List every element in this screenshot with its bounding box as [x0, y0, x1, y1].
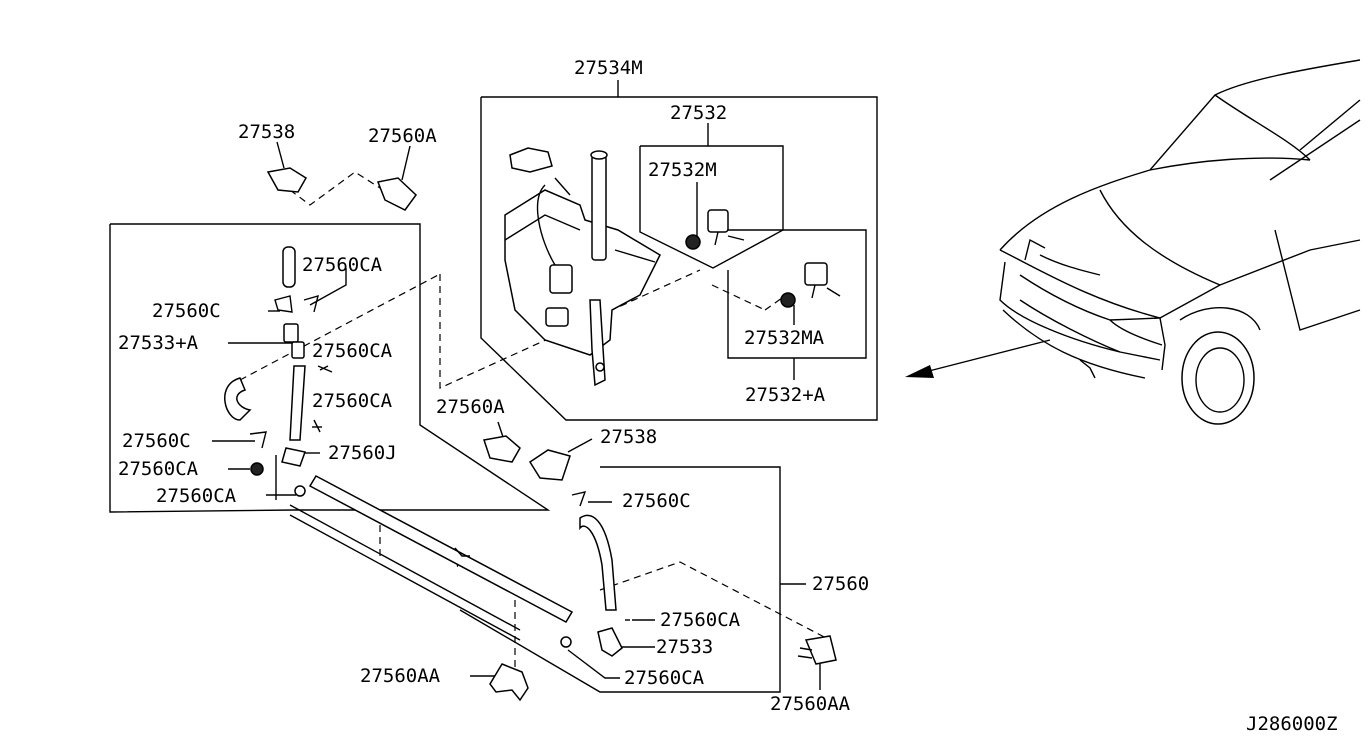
label-27560CA-6: 27560CA — [660, 609, 741, 631]
left-hose-assembly — [224, 167, 837, 702]
label-27538-top: 27538 — [238, 121, 295, 143]
label-27560CA-4: 27560CA — [118, 458, 199, 480]
label-27533: 27533 — [656, 636, 713, 658]
washer-pump-27532MA — [780, 262, 841, 308]
label-27560CA-1: 27560CA — [302, 254, 383, 276]
label-27560CA-3: 27560CA — [312, 390, 393, 412]
label-27532-plus-a: 27532+A — [745, 384, 826, 406]
diagram-code: J286000Z — [1246, 713, 1338, 735]
label-27560AA-2: 27560AA — [770, 693, 851, 715]
part-labels: 27534M 27532 27532M 27532MA 27532+A 2753… — [118, 57, 1338, 735]
label-27534M: 27534M — [574, 57, 643, 79]
label-27532M: 27532M — [648, 159, 717, 181]
label-27532: 27532 — [670, 102, 727, 124]
label-27560CA-7: 27560CA — [624, 667, 705, 689]
label-27560: 27560 — [812, 573, 869, 595]
vehicle-illustration — [905, 59, 1361, 425]
label-27560CA-2: 27560CA — [312, 340, 393, 362]
label-27533-plus-a: 27533+A — [118, 332, 199, 354]
label-27560A-top: 27560A — [368, 125, 437, 147]
label-27560AA-1: 27560AA — [360, 665, 441, 687]
label-27560J: 27560J — [328, 442, 397, 464]
label-27538-mid: 27538 — [600, 426, 657, 448]
label-27560C-1: 27560C — [152, 300, 221, 322]
washer-reservoir — [504, 147, 661, 387]
washer-pump-27532M — [685, 209, 745, 250]
frame-lines — [109, 96, 878, 693]
label-27560C-3: 27560C — [622, 490, 691, 512]
label-27560A-mid: 27560A — [436, 396, 505, 418]
label-27532MA: 27532MA — [744, 327, 825, 349]
label-27560CA-5: 27560CA — [156, 485, 237, 507]
right-hose-assembly — [483, 435, 630, 657]
label-27560C-2: 27560C — [122, 430, 191, 452]
